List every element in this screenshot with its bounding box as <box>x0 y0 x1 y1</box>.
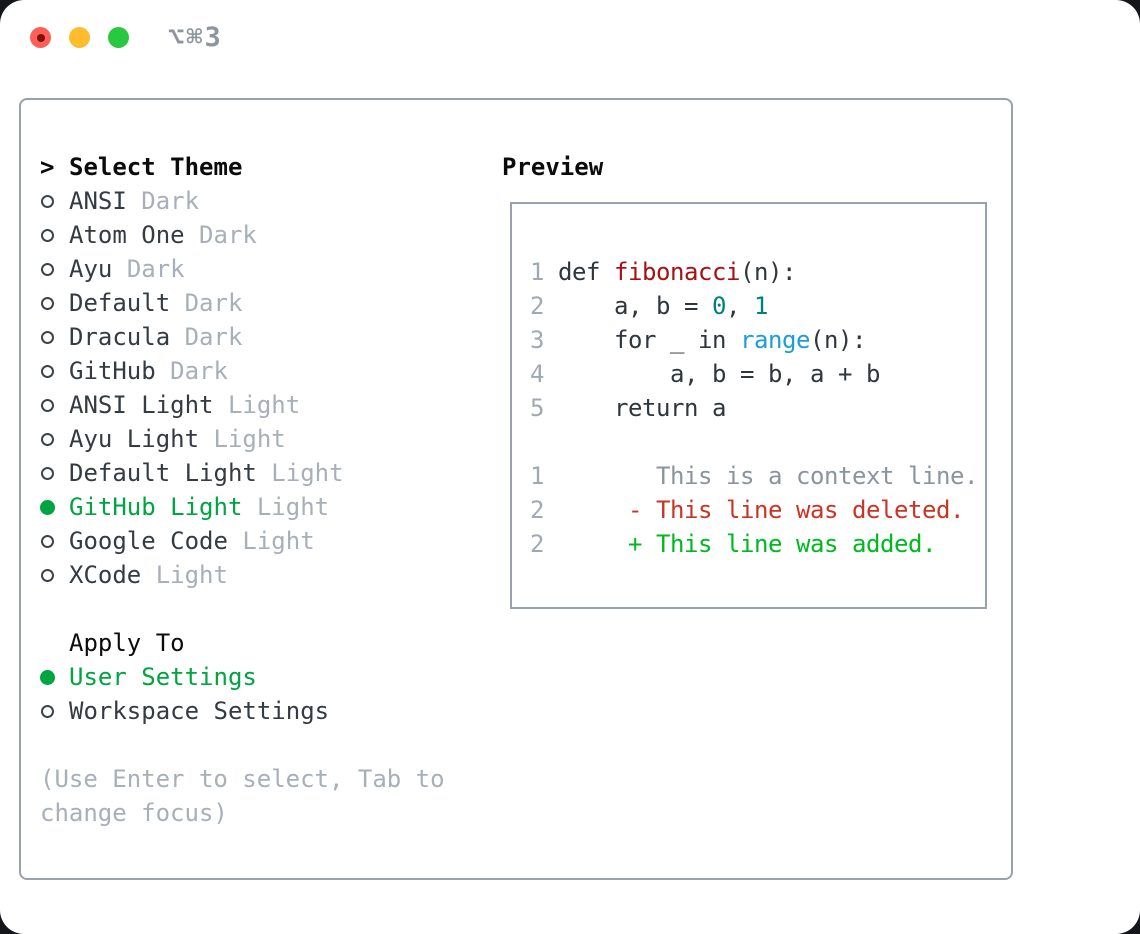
theme-name: ANSI <box>69 187 127 215</box>
apply-option-workspace-settings[interactable]: Workspace Settings <box>40 694 445 728</box>
theme-tag: Dark <box>126 255 185 283</box>
theme-item-default-dark[interactable]: Default Dark <box>40 286 445 320</box>
theme-name: ANSI Light <box>69 391 214 419</box>
zoom-button[interactable] <box>108 27 129 48</box>
theme-item-ayu-dark[interactable]: Ayu Dark <box>40 252 445 286</box>
radio-unselected-icon <box>41 330 54 344</box>
theme-name: Google Code <box>69 527 228 555</box>
code-line: 3 for _ in range(n): <box>530 326 866 354</box>
help-text-line-2: change focus) <box>40 799 228 827</box>
theme-tag: Light <box>155 561 228 589</box>
titlebar: ⌥⌘3 <box>0 0 1140 97</box>
theme-item-xcode[interactable]: XCode Light <box>40 558 445 592</box>
radio-unselected-icon <box>41 432 54 446</box>
radio-unselected-icon <box>41 534 54 548</box>
radio-unselected-icon <box>41 364 54 378</box>
theme-item-default-light[interactable]: Default Light Light <box>40 456 445 490</box>
theme-tag: Dark <box>141 187 200 215</box>
spacer <box>40 728 445 762</box>
apply-to-header-label: Apply To <box>69 629 185 657</box>
theme-tag: Light <box>213 425 286 453</box>
traffic-lights <box>30 27 129 48</box>
apply-option-label: Workspace Settings <box>69 697 330 725</box>
code-line: 2 a, b = 0, 1 <box>530 292 768 320</box>
select-theme-header-label: Select Theme <box>69 153 243 181</box>
theme-name: Dracula <box>69 323 171 351</box>
theme-tag: Dark <box>170 357 228 385</box>
line-number: 2 <box>530 292 558 320</box>
theme-item-google-code[interactable]: Google Code Light <box>40 524 445 558</box>
theme-name: Atom One <box>69 221 185 249</box>
close-button[interactable] <box>30 27 51 48</box>
radio-unselected-icon <box>41 398 54 412</box>
code-line: 5 return a <box>530 394 726 422</box>
theme-name: Ayu Light <box>69 425 200 453</box>
theme-tag: Dark <box>184 323 243 351</box>
line-number: 1 <box>530 462 558 490</box>
theme-tag: Light <box>242 527 315 555</box>
preview-header-label: Preview <box>502 153 604 181</box>
theme-item-ansi-dark[interactable]: ANSI Dark <box>40 184 445 218</box>
theme-picker-panel: > Select Theme ANSI Dark Atom One Dark A… <box>19 98 1013 880</box>
radio-selected-icon <box>40 669 55 685</box>
theme-item-ayu-light[interactable]: Ayu Light Light <box>40 422 445 456</box>
code-line: 4 a, b = b, a + b <box>530 360 880 388</box>
theme-tag: Dark <box>184 289 243 317</box>
apply-option-user-settings[interactable]: User Settings <box>40 660 445 694</box>
theme-tag: Dark <box>199 221 257 249</box>
preview-code: 1 def fibonacci(n): 2 a, b = 0, 1 3 for _ … <box>530 255 978 561</box>
radio-unselected-icon <box>41 466 54 480</box>
theme-tag: Light <box>256 493 330 521</box>
window-shortcut-label: ⌥⌘3 <box>168 22 223 53</box>
theme-name: Ayu <box>69 255 113 283</box>
theme-name: Default <box>69 289 171 317</box>
preview-box: 1 def fibonacci(n): 2 a, b = 0, 1 3 for _ … <box>510 202 987 609</box>
spacer <box>40 592 445 626</box>
help-text-line-1: (Use Enter to select, Tab to <box>40 765 445 793</box>
line-number: 5 <box>530 394 558 422</box>
line-number: 2 <box>530 496 558 524</box>
radio-unselected-icon <box>41 262 54 276</box>
radio-unselected-icon <box>41 194 54 208</box>
radio-unselected-icon <box>41 704 54 718</box>
theme-item-dracula-dark[interactable]: Dracula Dark <box>40 320 445 354</box>
theme-tag: Light <box>271 459 344 487</box>
diff-context-line: 1 This is a context line. <box>530 462 978 490</box>
focus-caret-icon: > <box>40 153 55 181</box>
radio-unselected-icon <box>41 296 54 310</box>
blank-line <box>530 425 978 459</box>
select-theme-header: > Select Theme <box>40 150 445 184</box>
line-number: 4 <box>530 360 558 388</box>
theme-tag: Light <box>227 391 301 419</box>
line-number: 3 <box>530 326 558 354</box>
minimize-button[interactable] <box>69 27 90 48</box>
radio-unselected-icon <box>41 228 54 242</box>
theme-name: XCode <box>69 561 142 589</box>
code-line: 1 def fibonacci(n): <box>530 258 796 286</box>
line-number: 1 <box>530 258 558 286</box>
theme-list: > Select Theme ANSI Dark Atom One Dark A… <box>40 150 445 830</box>
theme-item-ansi-light[interactable]: ANSI Light Light <box>40 388 445 422</box>
theme-name: Default Light <box>69 459 257 487</box>
diff-deleted-line: 2 - This line was deleted. <box>530 496 964 524</box>
radio-unselected-icon <box>41 568 54 582</box>
line-number: 2 <box>530 530 558 558</box>
theme-item-github-dark[interactable]: GitHub Dark <box>40 354 445 388</box>
radio-selected-icon <box>40 499 55 515</box>
apply-option-label: User Settings <box>69 663 257 691</box>
diff-added-line: 2 + This line was added. <box>530 530 936 558</box>
theme-item-github-light[interactable]: GitHub Light Light <box>40 490 445 524</box>
theme-item-atom-one-dark[interactable]: Atom One Dark <box>40 218 445 252</box>
apply-to-header: Apply To <box>40 626 445 660</box>
theme-name-selected: GitHub Light <box>69 493 243 521</box>
theme-name: GitHub <box>69 357 156 385</box>
